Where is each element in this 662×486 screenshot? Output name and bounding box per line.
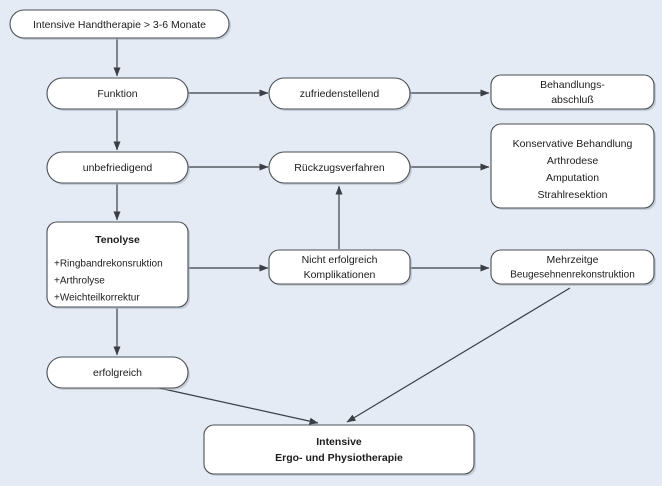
node-zufriedenstellend[interactable]: zufriedenstellend	[268, 77, 412, 111]
node-behandlungsabschluss-box	[490, 74, 655, 110]
node-rueckzugsverfahren[interactable]: Rückzugsverfahren	[268, 151, 412, 185]
node-intensive-therapie-line2: Ergo- und Physiotherapie	[275, 452, 403, 464]
node-unbefriedigend-box	[46, 151, 189, 184]
node-konservativ-line2: Arthrodese	[547, 155, 599, 167]
node-erfolgreich-label: erfolgreich	[93, 367, 142, 379]
node-konservativ-line3: Amputation	[546, 172, 599, 184]
node-tenolyse-item1: +Ringbandrekonsruktion	[54, 259, 163, 270]
node-start-box	[9, 9, 230, 39]
node-intensive-therapie[interactable]: Intensive Ergo- und Physiotherapie	[203, 424, 476, 476]
node-rueckzugsverfahren-box	[268, 151, 411, 184]
node-mehrzeitge-line2: Beugesehnenrekonstruktion	[510, 270, 635, 281]
edge-erfolgreich-to-intensive-therapie	[149, 385, 319, 425]
node-funktion-label: Funktion	[97, 88, 137, 100]
node-rueckzugsverfahren-label: Rückzugsverfahren	[294, 162, 385, 174]
edge-layer	[113, 38, 571, 425]
node-konservativ[interactable]: Konservative Behandlung Arthrodese Amput…	[490, 123, 656, 210]
node-intensive-therapie-line1: Intensive	[316, 436, 362, 448]
node-erfolgreich-box	[46, 356, 189, 389]
node-funktion-box	[46, 77, 189, 110]
node-unbefriedigend-label: unbefriedigend	[83, 162, 153, 174]
node-tenolyse-heading: Tenolyse	[95, 234, 140, 246]
edge-mehrzeitge-to-intensive-therapie	[346, 287, 571, 423]
node-mehrzeitge[interactable]: Mehrzeitge Beugesehnenrekonstruktion	[490, 249, 656, 286]
node-mehrzeitge-box	[490, 249, 655, 285]
node-tenolyse-box	[46, 221, 189, 308]
node-nicht-erfolgreich[interactable]: Nicht erfolgreich Komplikationen	[268, 249, 412, 286]
node-intensive-therapie-box	[203, 424, 475, 475]
node-funktion[interactable]: Funktion	[46, 77, 190, 111]
node-zufriedenstellend-label: zufriedenstellend	[300, 88, 380, 100]
node-start[interactable]: Intensive Handtherapie > 3-6 Monate	[9, 9, 231, 40]
node-tenolyse-item2: +Arthrolyse	[54, 276, 105, 287]
node-erfolgreich[interactable]: erfolgreich	[46, 356, 190, 390]
node-behandlungsabschluss-line2: abschluß	[551, 94, 594, 106]
node-tenolyse[interactable]: Tenolyse +Ringbandrekonsruktion +Arthrol…	[46, 221, 190, 309]
node-zufriedenstellend-box	[268, 77, 411, 110]
node-nicht-erfolgreich-line2: Komplikationen	[304, 269, 376, 281]
node-mehrzeitge-line1: Mehrzeitge	[547, 254, 599, 266]
node-behandlungsabschluss-line1: Behandlungs-	[540, 79, 605, 91]
node-start-label: Intensive Handtherapie > 3-6 Monate	[33, 19, 206, 31]
node-konservativ-box	[490, 123, 655, 209]
node-nicht-erfolgreich-box	[268, 249, 411, 285]
node-unbefriedigend[interactable]: unbefriedigend	[46, 151, 190, 185]
node-konservativ-line1: Konservative Behandlung	[513, 138, 633, 150]
node-nicht-erfolgreich-line1: Nicht erfolgreich	[302, 254, 378, 266]
node-konservativ-line4: Strahlresektion	[537, 189, 607, 201]
node-behandlungsabschluss[interactable]: Behandlungs- abschluß	[490, 74, 656, 111]
node-tenolyse-item3: +Weichteilkorrektur	[54, 293, 140, 304]
